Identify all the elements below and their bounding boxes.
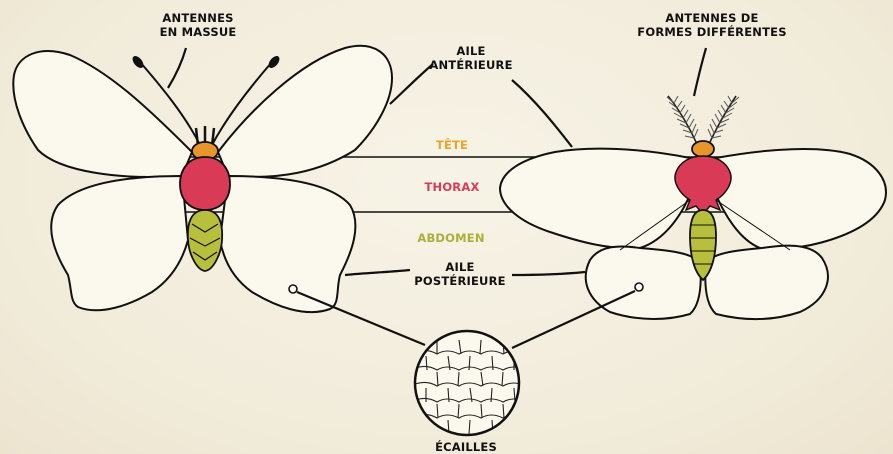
butterfly-abdomen <box>188 210 222 271</box>
butterfly <box>13 46 392 312</box>
leader-ecailles-right <box>512 291 635 348</box>
label-abdomen-text: ABDOMEN <box>417 231 484 245</box>
leader-aile-anterieure-left <box>390 64 433 104</box>
label-antennes-formes-line1: ANTENNES DE <box>637 11 786 25</box>
moth-left-hindwing <box>586 246 701 319</box>
label-antennes-formes-line2: FORMES DIFFÉRENTES <box>637 25 786 39</box>
leader-antennes-formes <box>694 48 706 96</box>
label-antennes-massue-line2: EN MASSUE <box>160 25 237 39</box>
label-aile-anterieure-line1: AILE <box>429 44 512 58</box>
scales-magnifier <box>415 331 525 435</box>
leader-aile-posterieure-right <box>512 272 585 275</box>
leader-aile-posterieure-left <box>345 270 410 275</box>
moth-right-forewing <box>714 149 886 249</box>
leader-antennes-massue <box>168 48 186 88</box>
label-thorax-text: THORAX <box>424 180 479 194</box>
label-aile-anterieure-line2: ANTÉRIEURE <box>429 58 512 72</box>
butterfly-right-antenna-club <box>266 54 281 70</box>
butterfly-left-forewing <box>13 51 192 177</box>
butterfly-left-hindwing <box>51 176 188 310</box>
label-ecailles-text: ÉCAILLES <box>435 440 497 454</box>
butterfly-left-antenna-club <box>130 54 145 70</box>
butterfly-right-hindwing <box>220 176 355 312</box>
butterfly-scale-marker <box>289 285 297 293</box>
label-ecailles: ÉCAILLES <box>435 440 497 454</box>
label-aile-posterieure: AILE POSTÉRIEURE <box>414 260 505 288</box>
moth-scale-marker <box>635 283 643 291</box>
leader-aile-anterieure-right <box>512 80 572 147</box>
moth-left-forewing <box>500 149 692 249</box>
label-thorax: THORAX <box>424 180 479 194</box>
label-tete-text: TÊTE <box>436 138 468 152</box>
moth-right-antenna <box>708 96 739 142</box>
label-aile-posterieure-line2: POSTÉRIEURE <box>414 274 505 288</box>
moth-head <box>692 141 714 157</box>
butterfly-thorax <box>180 157 230 210</box>
label-aile-posterieure-line1: AILE <box>414 260 505 274</box>
label-abdomen: ABDOMEN <box>417 231 484 245</box>
label-antennes-formes: ANTENNES DE FORMES DIFFÉRENTES <box>637 11 786 39</box>
leader-ecailles-left <box>297 292 425 345</box>
moth-right-hindwing <box>705 246 828 319</box>
label-aile-anterieure: AILE ANTÉRIEURE <box>429 44 512 72</box>
label-tete: TÊTE <box>436 138 468 152</box>
label-antennes-massue: ANTENNES EN MASSUE <box>160 11 237 39</box>
moth-left-antenna <box>667 96 698 142</box>
label-antennes-massue-line1: ANTENNES <box>160 11 237 25</box>
